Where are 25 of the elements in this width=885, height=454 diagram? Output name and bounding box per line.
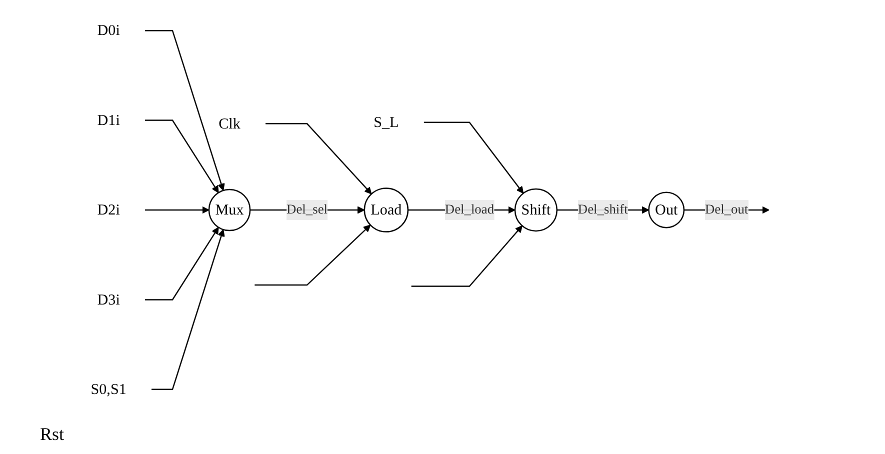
node-circle: Shift	[514, 188, 558, 232]
node-circle: Out	[648, 192, 685, 228]
arrow	[266, 123, 372, 194]
edge-label: Del_load	[444, 202, 494, 217]
arrow	[152, 229, 225, 390]
signal-label: Rst	[40, 424, 64, 444]
arrow	[411, 225, 523, 287]
node-text: D3i	[97, 290, 120, 308]
edge-label: Del_shift	[578, 202, 628, 217]
arrow	[424, 122, 524, 194]
edge-label: Del_out	[704, 202, 748, 217]
node-text: D0i	[97, 22, 120, 39]
arrow	[145, 227, 219, 300]
node-text: S_L	[374, 114, 399, 130]
node-circle: Mux	[208, 188, 251, 232]
arrow	[145, 30, 225, 191]
arrow	[145, 120, 219, 193]
arrow	[145, 206, 210, 214]
node-circle: Load	[364, 188, 409, 232]
edge-label: Del_sel	[286, 202, 328, 217]
arrow	[254, 224, 371, 286]
node-text: Clk	[218, 114, 240, 132]
node-text: S0,S1	[90, 380, 126, 398]
node-text: D1i	[97, 111, 120, 128]
node-text: D2i	[97, 201, 120, 218]
